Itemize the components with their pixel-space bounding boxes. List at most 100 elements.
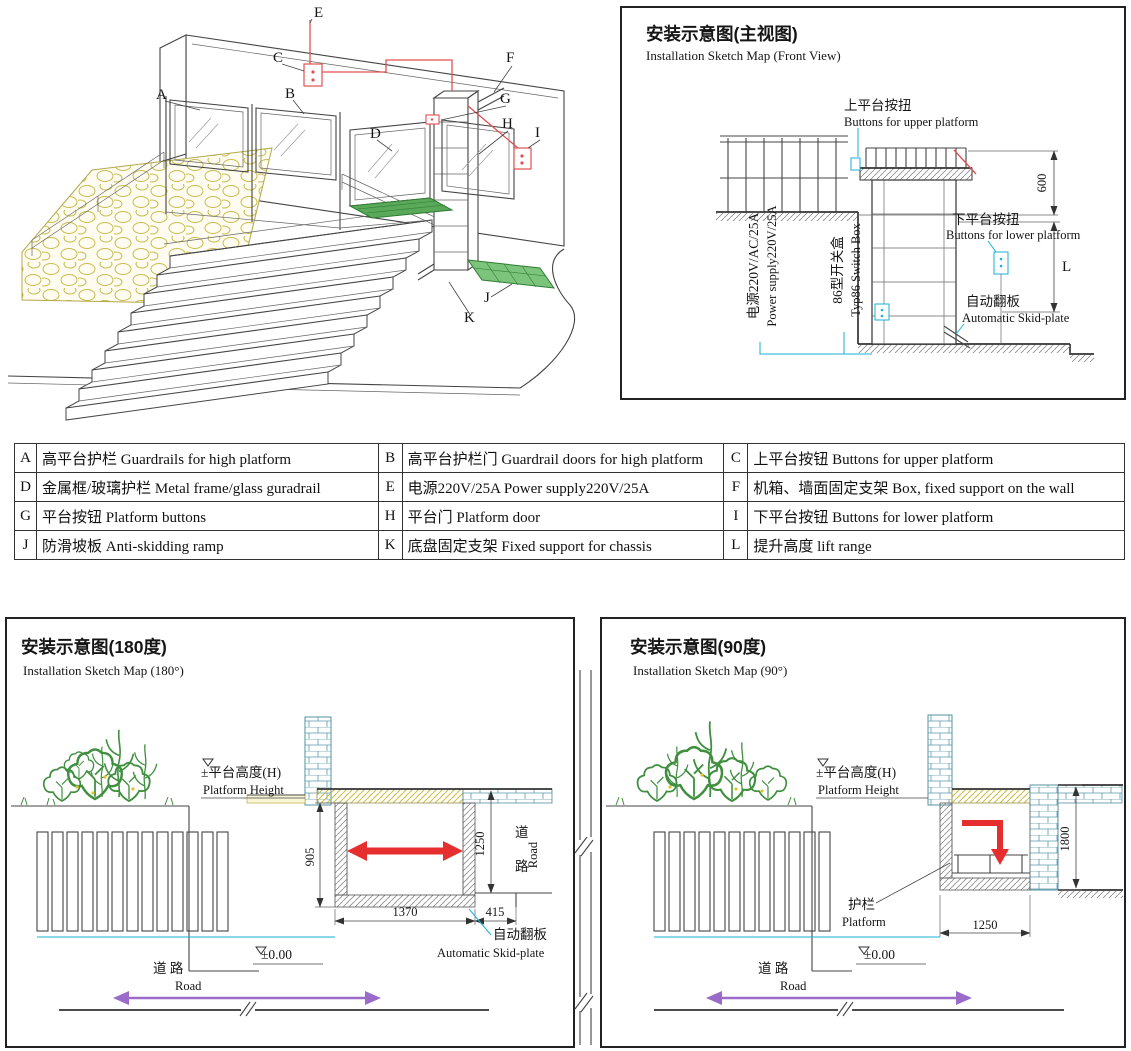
road-side-cn-1: 道 [515,825,529,840]
iso-label-k: K [464,310,475,326]
part-key: K [377,530,403,560]
upper-buttons-box [850,157,861,171]
sketch-90-panel: 安装示意图(90度) Installation Sketch Map (90°) [600,617,1126,1048]
iso-label-c: C [273,50,283,66]
lower-call-box [513,147,532,170]
part-desc: 电源220V/25A Power supply220V/25A [401,472,725,502]
road-label-en: Road [175,979,202,993]
part-desc: 平台按钮 Platform buttons [35,501,379,531]
road [59,991,489,1017]
part-desc: 高平台护栏 Guardrails for high platform [35,443,379,473]
dim-1250: 1250 [973,918,998,932]
fence [36,831,335,938]
skid-label-en: Automatic Skid-plate [437,946,545,960]
labels: ±平台高度(H) Platform Height 道 路 Road 自动翻板 A… [153,758,547,993]
fence [653,831,940,938]
zero-level-label: ±0.00 [261,947,292,962]
iso-label-b: B [285,86,295,102]
iso-label-i: I [535,125,540,141]
part-desc: 金属框/玻璃护栏 Metal frame/glass guradrail [35,472,379,502]
dim-1250: 1250 [473,832,487,857]
annotations: 上平台按扭 Buttons for upper platform 下平台按扭 B… [746,98,1081,327]
lift-structure [850,147,1009,349]
part-desc: 上平台按钮 Buttons for upper platform [747,443,1125,473]
road-label-cn: 道 路 [758,961,789,976]
road [654,991,1064,1017]
wiring [303,20,532,170]
skid-label-en: Automatic Skid-plate [962,311,1070,325]
part-key: B [377,443,403,473]
iso-label-h: H [502,116,513,132]
terrain [606,805,852,972]
front-view-title: 安装示意图(主视图) [646,24,798,44]
iso-label-f: F [506,50,514,66]
travel-arrow [962,820,1003,851]
table-row: D 金属框/玻璃护栏 Metal frame/glass guradrail E… [14,472,1125,502]
iso-label-a: A [156,87,167,103]
part-key: C [723,443,749,473]
iso-label-e: E [314,5,323,21]
sketch-180-title: 安装示意图(180度) [21,637,167,657]
iso-label-d: D [370,126,381,142]
labels: ±平台高度(H) Platform Height 护栏 Platform ±0.… [758,758,951,993]
lower-ground [858,343,1094,362]
skid-label-cn: 自动翻板 [493,927,547,942]
part-key: J [14,530,37,560]
road-label-en: Road [780,979,807,993]
guardrail-label-en: Platform [842,915,886,929]
platform-height-label-cn: ±平台高度(H) [201,764,281,780]
upper-call-box [303,63,323,87]
high-platform-guardrails [165,96,433,230]
part-key: L [723,530,749,560]
road-side-cn-2: 路 [515,859,529,874]
platform-structure [246,716,553,806]
guardrail-label-cn: 护栏 [848,897,875,912]
level-mark [858,946,870,955]
part-key: G [14,501,37,531]
dimensions: 905 1370 415 1250 [303,790,517,925]
table-row: A 高平台护栏 Guardrails for high platform B 高… [14,443,1125,473]
dim-415: 415 [486,905,505,919]
road-side-en: Road [526,841,540,868]
isometric-overview-drawing: A B C D E F G H I J K [6,2,618,444]
table-row: G 平台按钮 Platform buttons H 平台门 Platform d… [14,501,1125,531]
dimensions: 1800 1250 [939,784,1082,937]
dim-l: L [1062,259,1071,275]
skid-plate [466,259,556,289]
dim-905: 905 [303,848,317,867]
part-desc: 提升高度 lift range [747,530,1125,560]
switch-box [874,303,890,321]
cyan-leaders [759,128,997,355]
skid-label-cn: 自动翻板 [966,294,1020,309]
table-row: J 防滑坡板 Anti-skidding ramp K 底盘固定支架 Fixed… [14,530,1125,560]
dimensions: 600 L [858,150,1071,313]
dim-1800: 1800 [1058,827,1072,852]
sketch-90-subtitle: Installation Sketch Map (90°) [633,663,787,678]
iso-label-j: J [484,290,490,306]
part-labels: A B C D E F G H I J K [156,5,541,326]
stairs [65,207,433,421]
upper-buttons-label-en: Buttons for upper platform [844,115,979,129]
level-mark [817,758,829,767]
part-key: I [723,501,749,531]
level-mark [255,946,267,955]
power-label-cn: 电源220V/AC/25A [746,213,761,320]
dim-1370: 1370 [393,905,418,919]
lower-buttons-label-cn: 下平台按扭 [952,212,1020,227]
road-edge-lines [574,670,594,1045]
part-key: E [377,472,403,502]
pit [334,802,552,908]
part-key: F [723,472,749,502]
road-label-cn: 道 路 [153,961,184,976]
sketch-90-title: 安装示意图(90度) [630,637,766,657]
sketch-180-subtitle: Installation Sketch Map (180°) [23,663,184,678]
part-key: H [377,501,403,531]
lift-platform-glass [348,119,515,219]
terrain [11,805,259,972]
iso-label-g: G [500,91,511,107]
switch-label-cn: 86型开关盒 [829,236,845,304]
part-desc: 防滑坡板 Anti-skidding ramp [35,530,379,560]
dim-600: 600 [1035,174,1049,193]
lower-buttons-label-en: Buttons for lower platform [946,228,1081,242]
